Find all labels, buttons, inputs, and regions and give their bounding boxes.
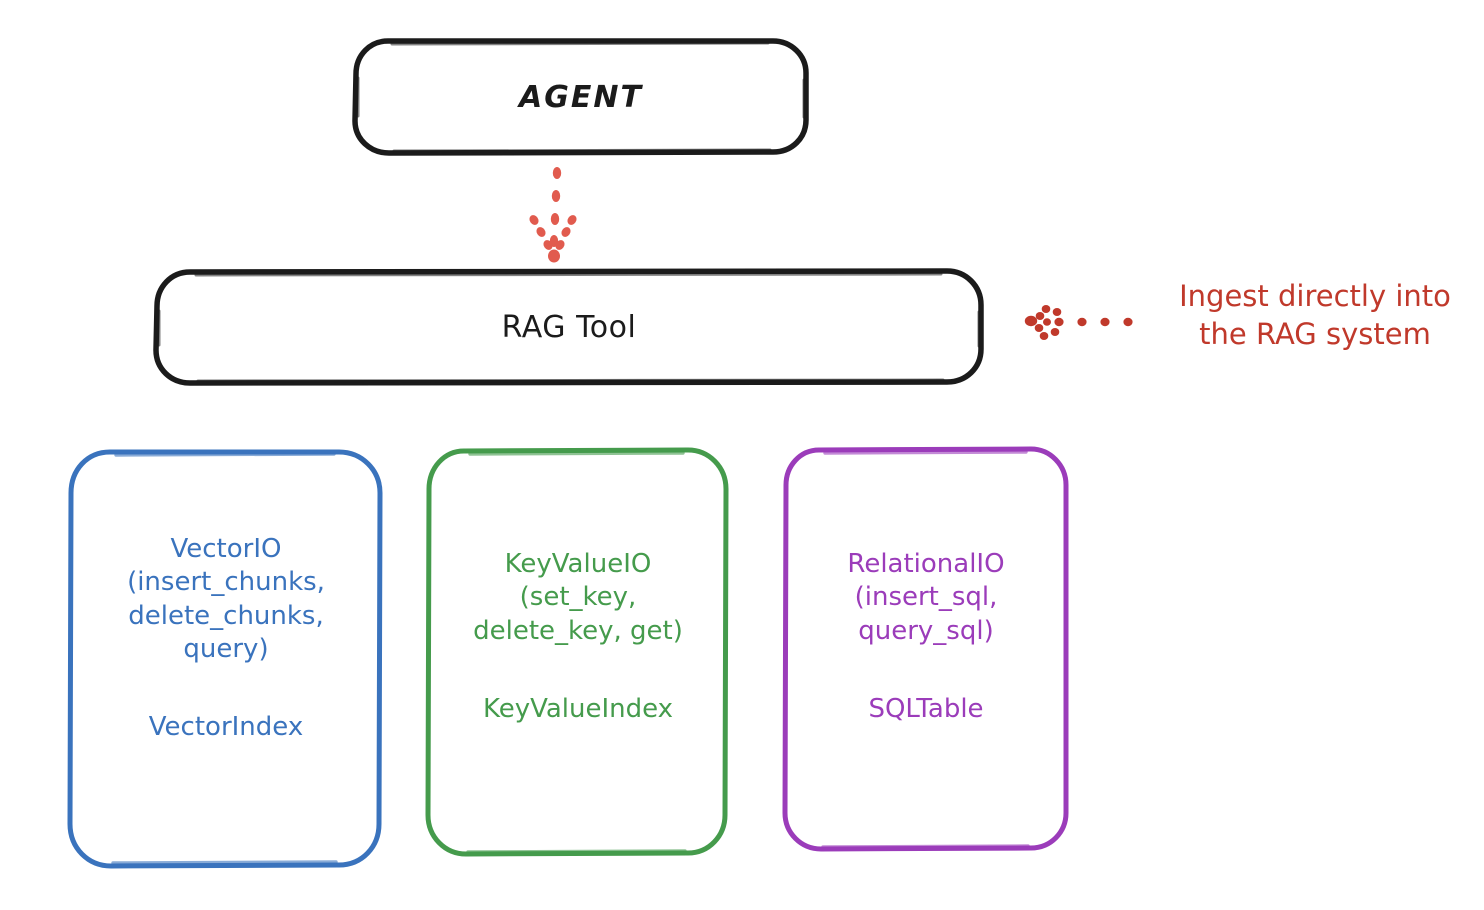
relational-io-box-outline[interactable]: [782, 446, 1069, 852]
relational-io-box-sketch-overlay: [821, 450, 1030, 849]
dotted-down-arrow: [529, 167, 577, 263]
key-value-io-box-outline[interactable]: [425, 447, 729, 857]
agent-box-outline[interactable]: [352, 38, 809, 156]
vector-io-box-outline[interactable]: [67, 449, 383, 869]
key-value-io-box-sketch-overlay: [466, 451, 687, 854]
rag-tool-box-sketch-overlay: [157, 272, 981, 383]
rag-tool-box-outline[interactable]: [153, 268, 984, 386]
vector-io-box-sketch-overlay: [111, 452, 338, 865]
dotted-left-arrow: [1024, 305, 1133, 340]
agent-box-sketch-overlay: [356, 41, 806, 153]
